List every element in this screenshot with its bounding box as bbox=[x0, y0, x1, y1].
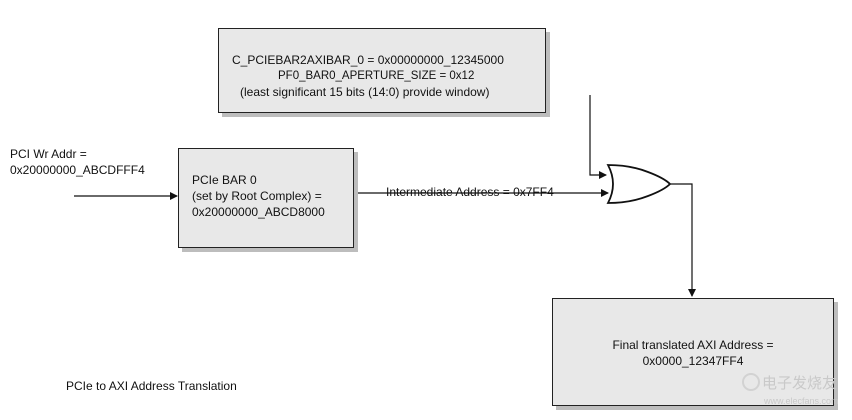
bar2axibar-config-box bbox=[218, 28, 546, 113]
window-note: (least significant 15 bits (14:0) provid… bbox=[240, 85, 490, 99]
intermediate-address-label: Intermediate Address = 0x7FF4 bbox=[386, 185, 554, 199]
pci-wr-addr-label: PCI Wr Addr = bbox=[10, 147, 87, 161]
diagram-caption: PCIe to AXI Address Translation bbox=[66, 379, 237, 393]
pcie-bar0-value: 0x20000000_ABCD8000 bbox=[192, 205, 325, 219]
watermark-text: 电子发烧友 bbox=[762, 375, 838, 392]
watermark-logo-icon bbox=[742, 373, 760, 391]
combine-gate bbox=[606, 164, 672, 204]
final-axi-address-box bbox=[552, 298, 834, 406]
final-axi-address-value: 0x0000_12347FF4 bbox=[642, 354, 744, 368]
pcie-bar0-box bbox=[178, 148, 354, 248]
base-address-arrow bbox=[589, 95, 607, 179]
pcie-bar0-source: (set by Root Complex) = bbox=[192, 189, 322, 203]
pcie-bar0-title: PCIe BAR 0 bbox=[192, 173, 257, 187]
final-axi-address-label: Final translated AXI Address = bbox=[612, 338, 774, 352]
pci-wr-addr-value: 0x20000000_ABCDFFF4 bbox=[10, 163, 145, 177]
aperture-size-value: PF0_BAR0_APERTURE_SIZE = 0x12 bbox=[278, 70, 475, 82]
watermark-url: www.elecfans.com bbox=[764, 396, 839, 406]
bar2axibar-value: C_PCIEBAR2AXIBAR_0 = 0x00000000_12345000 bbox=[232, 53, 504, 67]
output-arrow bbox=[670, 183, 696, 297]
